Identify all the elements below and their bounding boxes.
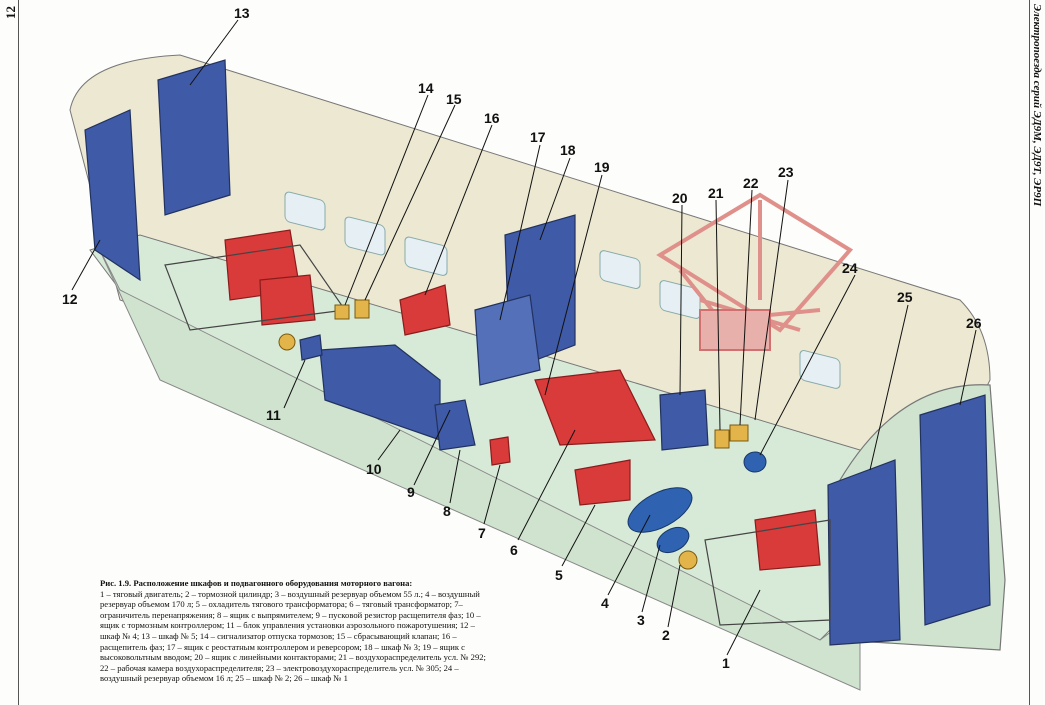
traction-transformer-6: [534, 369, 656, 446]
callout-11: 11: [266, 407, 281, 423]
callout-20: 20: [672, 190, 688, 206]
cabinet-20: [659, 389, 709, 451]
reservoir-170l: [627, 487, 693, 533]
callout-26: 26: [966, 315, 982, 331]
right-margin-line: [1029, 0, 1030, 705]
cabinet-13: [157, 59, 231, 216]
callout-23: 23: [778, 164, 794, 180]
reservoir-16l: [743, 451, 767, 473]
blue-cabinets: [84, 59, 991, 646]
caption-title: Рис. 1.9. Расположение шкафов и подвагон…: [100, 578, 413, 588]
cabinet-17: [474, 294, 541, 386]
cylinder-left: [278, 333, 296, 351]
cabinet-11: [299, 334, 323, 361]
cabinet-12: [84, 109, 141, 282]
callout-10: 10: [366, 461, 382, 477]
callout-4: 4: [601, 595, 609, 611]
callout-16: 16: [484, 110, 500, 126]
air-reservoirs: [627, 451, 767, 554]
callout-13: 13: [234, 5, 250, 21]
pantograph: [656, 192, 854, 351]
left-margin-line: [18, 0, 19, 705]
caption-legend: 1 – тяговый двигатель; 2 – тормозной цил…: [100, 588, 486, 684]
callout-leaders: [71, 19, 977, 656]
traction-motor-right: [754, 509, 821, 571]
callout-1: 1: [722, 655, 730, 671]
bogie-right: [704, 519, 831, 626]
callout-18: 18: [560, 142, 576, 158]
valve-15: [354, 299, 370, 319]
valves: [278, 299, 749, 570]
callout-7: 7: [478, 525, 486, 541]
callout-17: 17: [530, 129, 546, 145]
callout-14: 14: [418, 80, 434, 96]
callout-6: 6: [510, 542, 518, 558]
callout-24: 24: [842, 260, 858, 276]
traction-motor-left-2: [259, 274, 316, 326]
callout-3: 3: [637, 612, 645, 628]
callout-2: 2: [662, 627, 670, 643]
phase-splitter-16: [399, 284, 451, 336]
cooler-5: [574, 459, 631, 506]
cabinet-25: [827, 459, 901, 646]
red-equipment: [224, 229, 821, 571]
callout-15: 15: [446, 91, 462, 107]
callout-21: 21: [708, 185, 724, 201]
callout-25: 25: [897, 289, 913, 305]
callout-22: 22: [743, 175, 759, 191]
callout-12: 12: [62, 291, 78, 307]
callout-9: 9: [407, 484, 415, 500]
callout-5: 5: [555, 567, 563, 583]
figure-caption: Рис. 1.9. Расположение шкафов и подвагон…: [100, 578, 490, 684]
reservoir-55l: [656, 526, 690, 554]
valve-22: [729, 424, 749, 442]
surge-arrester-7: [489, 436, 511, 466]
valve-21: [714, 429, 730, 449]
brake-cylinder-2: [678, 550, 698, 570]
callout-8: 8: [443, 503, 451, 519]
cabinet-26: [919, 394, 991, 626]
valve-14: [334, 304, 350, 320]
running-head: Электропоезда серий ЭД9М, ЭД9Т, ЭР9П: [1031, 4, 1043, 207]
window-row: [284, 191, 841, 389]
callout-numbers: 1 2 3 4 5 6 7 8 9 10 11 12 13 14 15 16 1…: [62, 5, 982, 671]
callout-19: 19: [594, 159, 610, 175]
